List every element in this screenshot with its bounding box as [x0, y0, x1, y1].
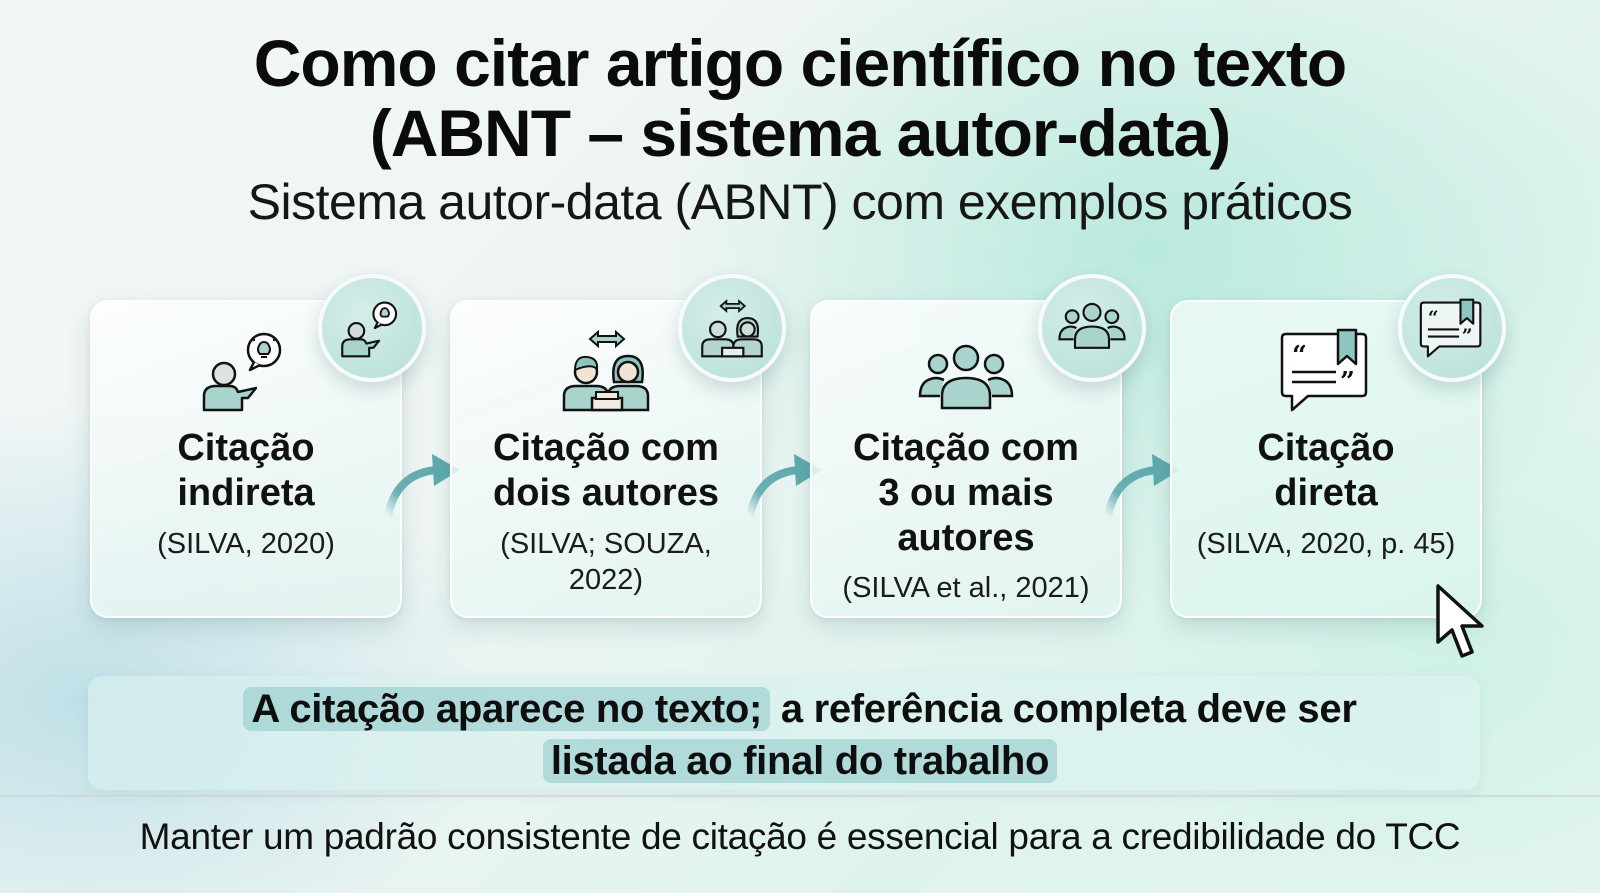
flow-arrow-icon: [384, 454, 460, 520]
card-title: Citação direta: [1172, 426, 1480, 516]
flow-arrow-icon: [746, 454, 822, 520]
card-title-line: Citação: [177, 427, 315, 469]
callout-line-2: listada ao final do trabalho: [0, 737, 1600, 785]
group-icon: [1058, 302, 1126, 349]
card-title: Citação com dois autores: [452, 426, 760, 516]
page-title-line2: (ABNT – sistema autor-data): [369, 96, 1232, 170]
svg-text:“: “: [1428, 308, 1439, 329]
flow-arrow-icon: [1104, 454, 1180, 520]
card-title-line: Citação: [1257, 427, 1395, 469]
card-example: (SILVA et al., 2021): [842, 572, 1090, 604]
card-title-line: 3 ou mais: [878, 472, 1054, 514]
svg-text:”: ”: [1340, 367, 1355, 397]
svg-text:“: “: [1292, 341, 1307, 371]
page-title-line1: Como citar artigo científico no texto: [253, 26, 1347, 100]
callout-highlight: A citação aparece no texto;: [243, 687, 770, 731]
card-example: (SILVA, 2020): [157, 528, 335, 560]
card-title-line: indireta: [177, 472, 315, 514]
card-example: (SILVA, 2020, p. 45): [1196, 528, 1456, 560]
two-authors-icon: [562, 329, 650, 412]
card-example-line: 2022): [568, 564, 644, 596]
badge-circle: [318, 274, 426, 382]
card-citacao-direta: “ ” “ ” Citação direta (SILVA, 2020, p. …: [1170, 274, 1506, 618]
card-title-line: Citação com: [493, 427, 719, 469]
callout-line-1: A citação aparece no texto; a referência…: [0, 685, 1600, 733]
callout-text: a referência completa deve ser: [770, 687, 1357, 731]
two-authors-icon: [701, 299, 763, 358]
card-example-line: (SILVA; SOUZA,: [500, 528, 712, 560]
divider: [0, 795, 1600, 798]
svg-text:”: ”: [1462, 326, 1473, 347]
group-icon: [918, 344, 1014, 410]
person-idea-icon: [341, 301, 398, 358]
quote-bookmark-icon: “ ”: [1280, 328, 1368, 412]
badge-circle: [1038, 274, 1146, 382]
card-title-line: direta: [1274, 472, 1378, 514]
card-citacao-indireta: Citação indireta (SILVA, 2020): [90, 274, 426, 618]
card-citacao-dois-autores: Citação com dois autores (SILVA; SOUZA, …: [450, 274, 786, 618]
page-subtitle: Sistema autor-data (ABNT) com exemplos p…: [247, 174, 1353, 230]
badge-circle: [678, 274, 786, 382]
card-title-line: Citação com: [853, 427, 1079, 469]
mouse-cursor-icon: [1436, 584, 1484, 658]
card-title: Citação indireta: [92, 426, 400, 516]
card-title-line: autores: [897, 517, 1035, 559]
quote-bookmark-icon: “ ”: [1419, 298, 1482, 358]
card-title: Citação com 3 ou mais autores: [812, 426, 1120, 561]
card-title-line: dois autores: [493, 472, 719, 514]
footer-note: Manter um padrão consistente de citação …: [139, 816, 1461, 857]
card-citacao-tres-autores: Citação com 3 ou mais autores (SILVA et …: [810, 274, 1146, 618]
callout-highlight: listada ao final do trabalho: [542, 739, 1058, 783]
header: Como citar artigo científico no texto (A…: [0, 28, 1600, 234]
badge-circle: “ ”: [1398, 274, 1506, 382]
card-example: (SILVA; SOUZA, 2022): [452, 526, 760, 598]
person-idea-icon: [202, 332, 282, 412]
